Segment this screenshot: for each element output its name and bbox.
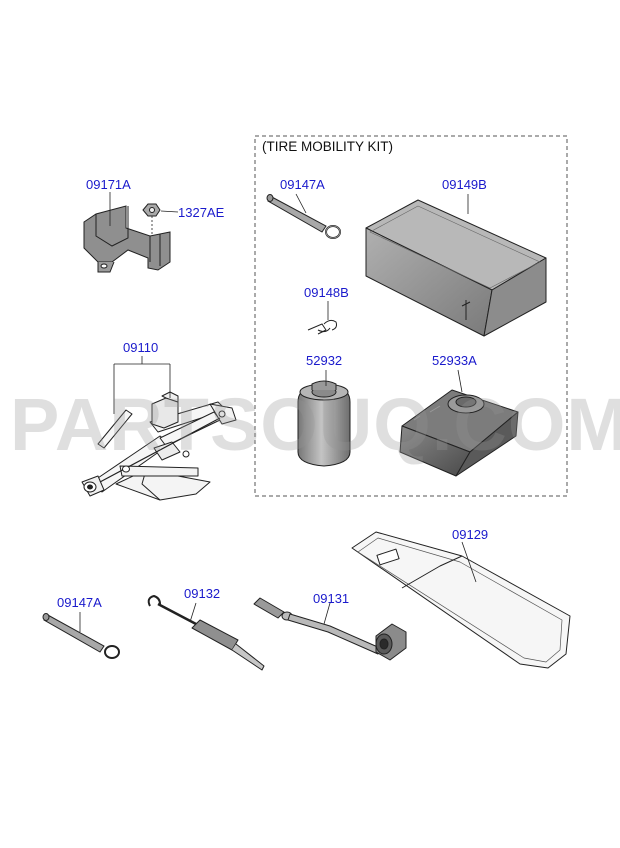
part-label-52932[interactable]: 52932 (306, 353, 343, 368)
part-label-09110[interactable]: 09110 (123, 340, 159, 355)
tool-bag-part[interactable] (351, 531, 571, 669)
leader-lines-jack (113, 356, 171, 414)
bracket-part[interactable] (83, 205, 171, 273)
leader-jack-handle (189, 602, 197, 623)
jack-handle-part[interactable] (147, 595, 265, 671)
part-label-09132[interactable]: 09132 (184, 586, 221, 601)
part-label-09148B[interactable]: 09148B (304, 285, 349, 300)
towing-eye-part[interactable] (42, 613, 120, 659)
part-label-52933A[interactable]: 52933A (432, 353, 477, 368)
sealant-bottle-part[interactable] (297, 380, 351, 467)
part-label-09147A-kit[interactable]: 09147A (280, 177, 325, 192)
kit-case-part[interactable] (365, 199, 547, 337)
part-label-09129[interactable]: 09129 (452, 527, 489, 542)
wheel-wrench-part[interactable] (253, 597, 407, 661)
leader-towing-eye-kit (295, 193, 307, 214)
nut-part[interactable] (142, 203, 161, 217)
towing-eye-kit-part[interactable] (266, 194, 341, 239)
compressor-part[interactable] (399, 389, 519, 477)
part-label-09171A[interactable]: 09171A (86, 177, 131, 192)
part-label-1327AE[interactable]: 1327AE (178, 205, 225, 220)
kit-title: (TIRE MOBILITY KIT) (262, 139, 394, 154)
kit-frame (254, 135, 568, 497)
part-label-09131[interactable]: 09131 (313, 591, 350, 606)
part-label-09149B[interactable]: 09149B (442, 177, 487, 192)
valve-tool-part[interactable] (307, 319, 337, 335)
leader-wheel-wrench (323, 602, 331, 625)
leader-compressor (457, 369, 463, 393)
jack-part[interactable] (81, 391, 237, 501)
part-label-09147A[interactable]: 09147A (57, 595, 102, 610)
leader-tool-bag (461, 541, 477, 583)
leader-lines-bracket (109, 192, 179, 236)
